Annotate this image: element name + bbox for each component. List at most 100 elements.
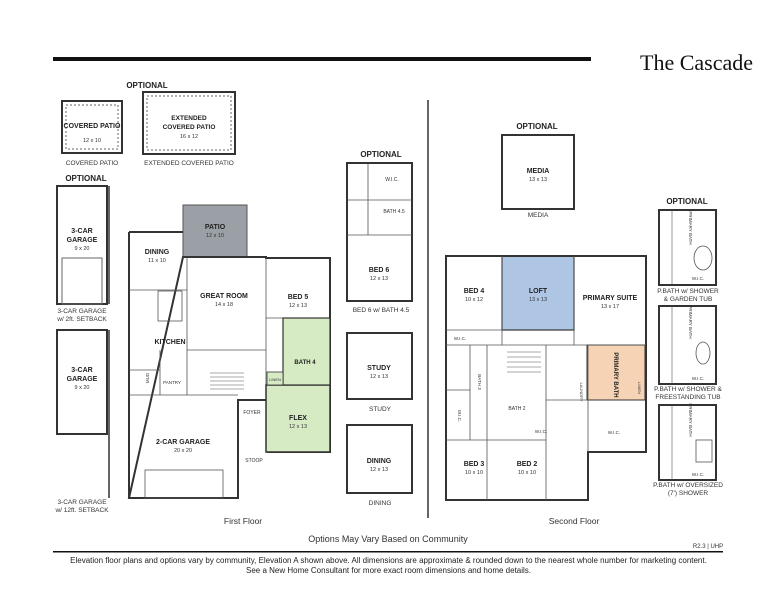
dining-caption: DINING <box>369 500 392 507</box>
garage-12ft-option: 3-CAR GARAGE 9 x 20 3-CAR GARAGE w/ 12ft… <box>54 329 110 514</box>
garage-2ft-label-2: GARAGE <box>67 237 98 244</box>
ext-patio-label-2: COVERED PATIO <box>163 124 216 131</box>
media-caption: MEDIA <box>528 212 549 219</box>
study-caption: STUDY <box>369 406 392 413</box>
garage-12ft-label-1: 3-CAR <box>71 367 92 374</box>
pbath-shower-caption-2: (7') SHOWER <box>668 490 709 497</box>
wic-primary-label: W.I.C. <box>608 430 620 435</box>
garage-12ft-caption-2: w/ 12ft. SETBACK <box>54 507 109 514</box>
garage-2ft-caption-1: 3-CAR GARAGE <box>57 308 107 315</box>
dining-label: DINING <box>145 249 170 256</box>
title-rule <box>53 57 591 61</box>
first-floor-plan: PATIO 12 x 10 DINING 11 x 10 GREAT ROOM … <box>127 204 331 526</box>
pbath-garden-tub-option: PRIMARY BATH W.I.C. P.BATH w/ SHOWER & G… <box>657 209 719 303</box>
wic-bed3-label: W.I.C. <box>457 410 462 422</box>
linen-label: LINEN <box>269 377 281 382</box>
revision-code: R2.3 | UHP <box>693 544 723 550</box>
media-label: MEDIA <box>527 168 550 175</box>
community-note: Options May Vary Based on Community <box>308 534 468 544</box>
pb-opt1-label: PRIMARY BATH <box>688 211 693 244</box>
footer-rule <box>53 551 723 553</box>
loft-dim: 13 x 13 <box>529 297 547 303</box>
garage-12ft-dim: 9 x 20 <box>75 385 90 391</box>
dining-option: DINING 12 x 13 DINING <box>346 424 413 507</box>
bed2-dim: 10 x 10 <box>518 470 536 476</box>
garage-2ft-label-1: 3-CAR <box>71 228 92 235</box>
patio-label: PATIO <box>205 224 226 231</box>
pbath-free-caption-1: P.BATH w/ SHOWER & <box>654 386 722 393</box>
optional-label-pbath: OPTIONAL <box>666 197 707 206</box>
first-floor-caption: First Floor <box>224 516 262 526</box>
pantry-label: PANTRY <box>163 380 181 385</box>
covered-patio-label: COVERED PATIO <box>64 123 121 130</box>
second-floor-caption: Second Floor <box>549 516 600 526</box>
bed6-caption: BED 6 w/ BATH 4.5 <box>353 307 410 314</box>
linen2-label: LINEN <box>637 382 642 394</box>
garage-12ft-label-2: GARAGE <box>67 376 98 383</box>
bed4-dim: 10 x 12 <box>465 297 483 303</box>
pb-opt2-wic: W.I.C. <box>692 376 704 381</box>
bed6-dim: 12 x 13 <box>370 276 388 282</box>
bed6-label: BED 6 <box>369 267 390 274</box>
primary-suite-dim: 13 x 17 <box>601 304 619 310</box>
bath4-label: BATH 4 <box>294 360 316 366</box>
pbath-garden-caption-1: P.BATH w/ SHOWER <box>657 288 719 295</box>
optional-label-bed6: OPTIONAL <box>360 150 401 159</box>
study-option: STUDY 12 x 13 STUDY <box>346 332 413 413</box>
bed5-label: BED 5 <box>288 294 309 301</box>
covered-patio-option: COVERED PATIO 12 x 10 COVERED PATIO <box>61 100 123 167</box>
bed2-label: BED 2 <box>517 461 538 468</box>
pbath-garden-caption-2: & GARDEN TUB <box>664 296 713 303</box>
optional-label-media: OPTIONAL <box>516 122 557 131</box>
pbath-free-caption-2: FREESTANDING TUB <box>655 394 720 401</box>
patio-room <box>182 204 248 258</box>
optional-label-garage: OPTIONAL <box>65 174 106 183</box>
ext-patio-caption: EXTENDED COVERED PATIO <box>144 160 234 167</box>
garage2-dim: 20 x 20 <box>174 448 192 454</box>
flex-dim: 12 x 13 <box>289 424 307 430</box>
pbath-oversized-shower-option: PRIMARY BATH W.I.C. P.BATH w/ OVERSIZED … <box>653 403 723 497</box>
extended-covered-patio-option: EXTENDED COVERED PATIO 16 x 12 EXTENDED … <box>142 91 236 167</box>
wic-bed4-label: W.I.C. <box>454 336 466 341</box>
media-dim: 13 x 13 <box>529 177 547 183</box>
second-floor-plan: BED 4 10 x 12 LOFT 13 x 13 PRIMARY SUITE… <box>445 255 647 526</box>
bath3-label: BATH 3 <box>477 374 482 390</box>
stoop-label: STOOP <box>245 458 263 464</box>
bed6-option: W.I.C. BATH 4.5 BED 6 12 x 13 BED 6 w/ B… <box>346 162 413 314</box>
loft-label: LOFT <box>529 288 548 295</box>
study-dim: 12 x 13 <box>370 374 388 380</box>
bed4-label: BED 4 <box>464 288 485 295</box>
media-option: MEDIA 13 x 13 MEDIA <box>501 134 575 219</box>
garage-2ft-dim: 9 x 20 <box>75 246 90 252</box>
garage2-label: 2-CAR GARAGE <box>156 439 210 446</box>
plan-title: The Cascade <box>640 50 753 75</box>
pb-opt3-wic: W.I.C. <box>692 472 704 477</box>
pb-opt3-label: PRIMARY BATH <box>688 403 693 436</box>
opt-bath45-label: BATH 4.5 <box>383 209 405 215</box>
great-room-label: GREAT ROOM <box>200 293 248 300</box>
great-room-dim: 14 x 18 <box>215 302 233 308</box>
dining-opt-label: DINING <box>367 458 392 465</box>
dining-dim: 11 x 10 <box>148 258 166 264</box>
garage-2ft-caption-2: w/ 2ft. SETBACK <box>56 316 107 323</box>
pb-opt1-wic: W.I.C. <box>692 276 704 281</box>
covered-patio-caption: COVERED PATIO <box>66 160 119 167</box>
optional-label-patios: OPTIONAL <box>126 81 167 90</box>
foyer-label: FOYER <box>243 410 261 416</box>
garage-2ft-option: 3-CAR GARAGE 9 x 20 3-CAR GARAGE w/ 2ft.… <box>56 185 110 323</box>
flex-label: FLEX <box>289 415 307 422</box>
bed3-dim: 10 x 10 <box>465 470 483 476</box>
primary-suite-label: PRIMARY SUITE <box>583 295 638 302</box>
footer-disclaimer-2: See a New Home Consultant for more exact… <box>245 566 532 575</box>
pb-opt2-label: PRIMARY BATH <box>688 305 693 338</box>
ext-patio-dim: 16 x 12 <box>180 134 198 140</box>
dining-opt-dim: 12 x 13 <box>370 467 388 473</box>
mud-label: MUD <box>145 372 150 383</box>
ext-patio-label-1: EXTENDED <box>171 115 207 122</box>
pbath-shower-caption-1: P.BATH w/ OVERSIZED <box>653 482 723 489</box>
garage-12ft-caption-1: 3-CAR GARAGE <box>57 499 107 506</box>
bed3-label: BED 3 <box>464 461 485 468</box>
laundry-label: LAUNDRY <box>579 382 584 401</box>
